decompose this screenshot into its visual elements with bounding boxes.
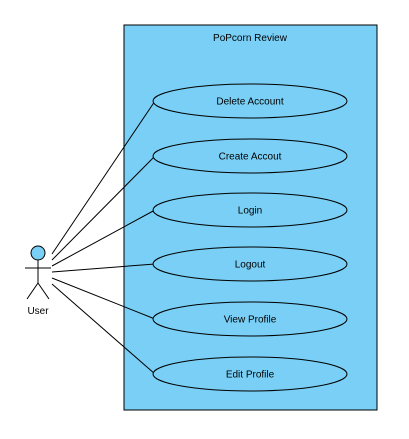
actor-right-leg bbox=[37, 282, 50, 300]
actor-head-icon bbox=[30, 245, 46, 261]
use-case-label: View Profile bbox=[224, 315, 277, 326]
association-edit-profile[interactable] bbox=[51, 283, 156, 375]
association-create-account[interactable] bbox=[51, 155, 156, 261]
use-case-logout[interactable]: Logout bbox=[152, 246, 348, 282]
actor-user[interactable] bbox=[25, 245, 51, 300]
use-case-edit-profile[interactable]: Edit Profile bbox=[152, 356, 348, 392]
actor-label: User bbox=[27, 306, 49, 317]
use-case-label: Delete Account bbox=[216, 97, 283, 108]
use-case-label: Logout bbox=[235, 260, 266, 271]
use-case-label: Edit Profile bbox=[226, 370, 275, 381]
use-case-delete-account[interactable]: Delete Account bbox=[152, 83, 348, 119]
association-logout[interactable] bbox=[51, 263, 156, 273]
use-case-view-profile[interactable]: View Profile bbox=[152, 301, 348, 337]
association-view-profile[interactable] bbox=[51, 277, 156, 320]
use-case-label: Create Accout bbox=[219, 152, 282, 163]
use-case-label: Login bbox=[238, 206, 262, 217]
use-case-create-account[interactable]: Create Accout bbox=[152, 138, 348, 174]
associations bbox=[51, 100, 156, 375]
use-case-login[interactable]: Login bbox=[152, 192, 348, 228]
system-title: PoPcorn Review bbox=[213, 33, 288, 44]
actor-left-leg bbox=[26, 282, 39, 300]
association-delete-account[interactable] bbox=[51, 100, 156, 255]
association-login[interactable] bbox=[51, 209, 156, 267]
